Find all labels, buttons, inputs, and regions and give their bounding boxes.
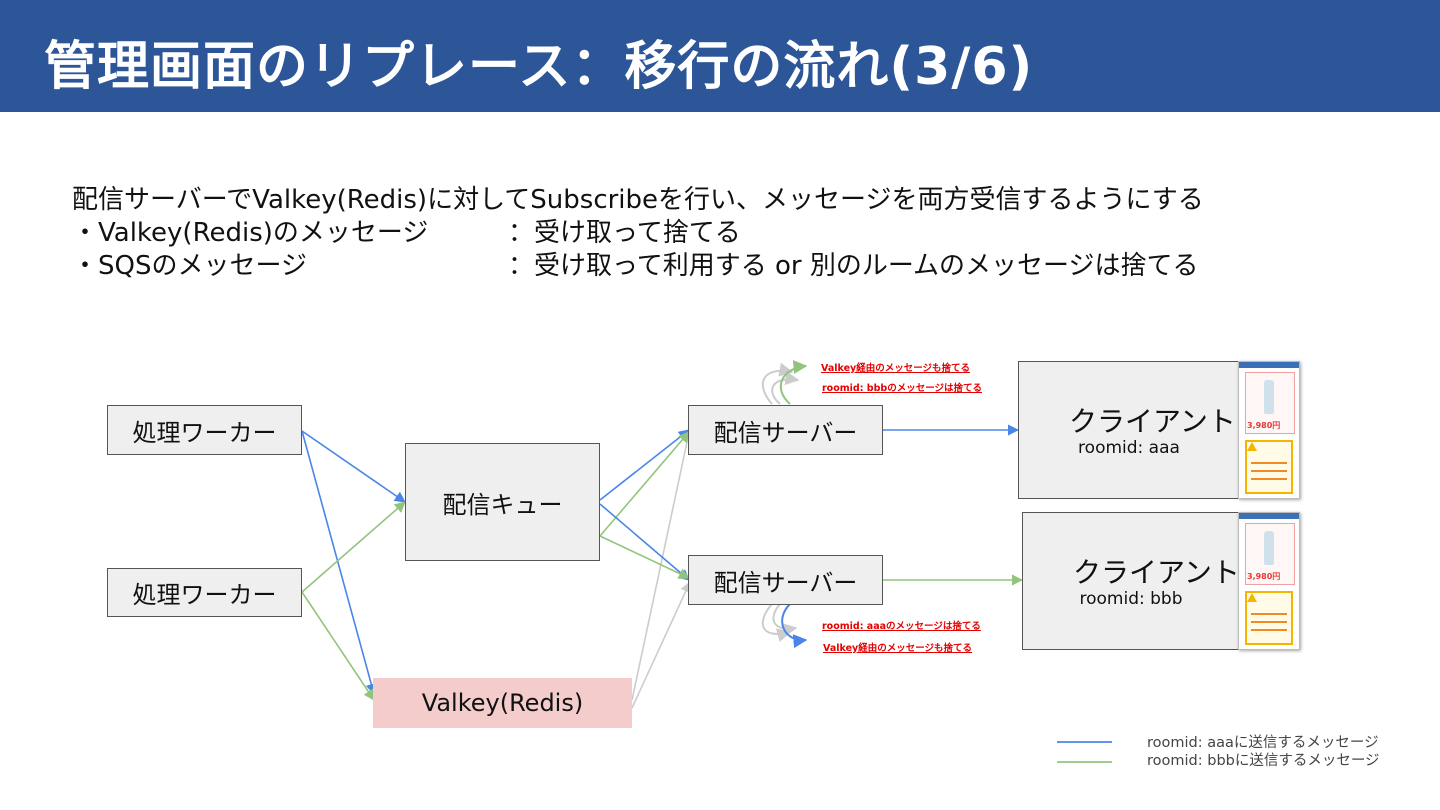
thumbnail-header bbox=[1239, 513, 1299, 519]
title-bar: 管理画面のリプレース：移行の流れ(3/6) bbox=[0, 0, 1440, 112]
product-price: 3,980円 bbox=[1247, 572, 1281, 581]
page-title: 管理画面のリプレース：移行の流れ(3/6) bbox=[44, 37, 1034, 97]
discard-loop-gray bbox=[761, 362, 794, 405]
valkey-redis-box: Valkey(Redis) bbox=[373, 678, 632, 728]
notice-line bbox=[1251, 629, 1287, 631]
discard-note-room: roomid: aaaのメッセージは捨てる bbox=[822, 621, 981, 632]
server-label: 配信サーバー bbox=[713, 568, 858, 597]
client-box-1: クライアント roomid: aaa bbox=[1018, 361, 1240, 499]
server-label: 配信サーバー bbox=[713, 418, 858, 447]
discard-loop-gray bbox=[772, 603, 798, 637]
redis-label: Valkey(Redis) bbox=[421, 689, 584, 717]
description-value: ：受け取って捨てる bbox=[508, 218, 741, 248]
client-screen-thumbnail-1: 3,980円 bbox=[1238, 361, 1300, 499]
product-price: 3,980円 bbox=[1247, 421, 1281, 430]
client-name: クライアント bbox=[1073, 556, 1240, 589]
description-label: ・SQSのメッセージ bbox=[72, 251, 307, 281]
warning-icon bbox=[1247, 593, 1257, 602]
arrow-worker-1-to-redis bbox=[301, 430, 377, 696]
client-screen-thumbnail-2: 3,980円 bbox=[1238, 512, 1300, 650]
thumbnail-header bbox=[1239, 362, 1299, 368]
notice-line bbox=[1251, 478, 1287, 480]
product-image bbox=[1264, 380, 1274, 414]
worker-label: 処理ワーカー bbox=[132, 581, 277, 609]
product-image bbox=[1264, 531, 1274, 565]
arrow-queue-to-server-2-green bbox=[599, 535, 691, 579]
discard-loop-blue bbox=[781, 603, 808, 649]
delivery-server-box-2: 配信サーバー bbox=[688, 555, 883, 605]
queue-label: 配信キュー bbox=[442, 490, 563, 519]
discard-loop-green bbox=[779, 360, 808, 405]
discard-loop-gray bbox=[771, 371, 800, 405]
worker-box-1: 処理ワーカー bbox=[107, 405, 302, 455]
notice-line bbox=[1251, 621, 1287, 623]
arrow-queue-to-server-1-blue bbox=[599, 429, 690, 501]
arrow-redis-to-server-2 bbox=[631, 580, 691, 709]
legend-label-blue: roomid: aaaに送信するメッセージ bbox=[1147, 735, 1379, 751]
legend-label-green: roomid: bbbに送信するメッセージ bbox=[1147, 753, 1380, 769]
description-lead: 配信サーバーでValkey(Redis)に対してSubscribeを行い、メッセ… bbox=[72, 185, 1204, 215]
discard-note-valkey: Valkey経由のメッセージも捨てる bbox=[823, 643, 973, 654]
arrow-worker-1-to-queue bbox=[301, 430, 406, 503]
client-room-id: roomid: aaa bbox=[1078, 438, 1180, 458]
notice-line bbox=[1251, 462, 1287, 464]
description-value: ：受け取って利用する or 別のルームのメッセージは捨てる bbox=[508, 251, 1199, 281]
client-box-2: クライアント roomid: bbb bbox=[1022, 512, 1240, 650]
description-label: ・Valkey(Redis)のメッセージ bbox=[72, 218, 429, 248]
arrow-worker-2-to-redis bbox=[301, 591, 375, 701]
arrow-queue-to-server-1-green bbox=[599, 431, 690, 537]
arrow-worker-2-to-queue bbox=[301, 501, 406, 593]
warning-icon bbox=[1247, 442, 1257, 451]
notice-line bbox=[1251, 613, 1287, 615]
discard-note-room: roomid: bbbのメッセージは捨てる bbox=[822, 383, 983, 394]
worker-label: 処理ワーカー bbox=[132, 418, 277, 447]
delivery-server-box-1: 配信サーバー bbox=[688, 405, 883, 455]
arrow-queue-to-server-2-blue bbox=[599, 503, 690, 581]
client-name: クライアント bbox=[1069, 405, 1236, 438]
notice-line bbox=[1251, 470, 1287, 472]
delivery-queue-box: 配信キュー bbox=[405, 443, 600, 561]
discard-note-valkey: Valkey経由のメッセージも捨てる bbox=[821, 363, 971, 374]
worker-box-2: 処理ワーカー bbox=[107, 568, 302, 617]
client-room-id: roomid: bbb bbox=[1079, 589, 1183, 609]
